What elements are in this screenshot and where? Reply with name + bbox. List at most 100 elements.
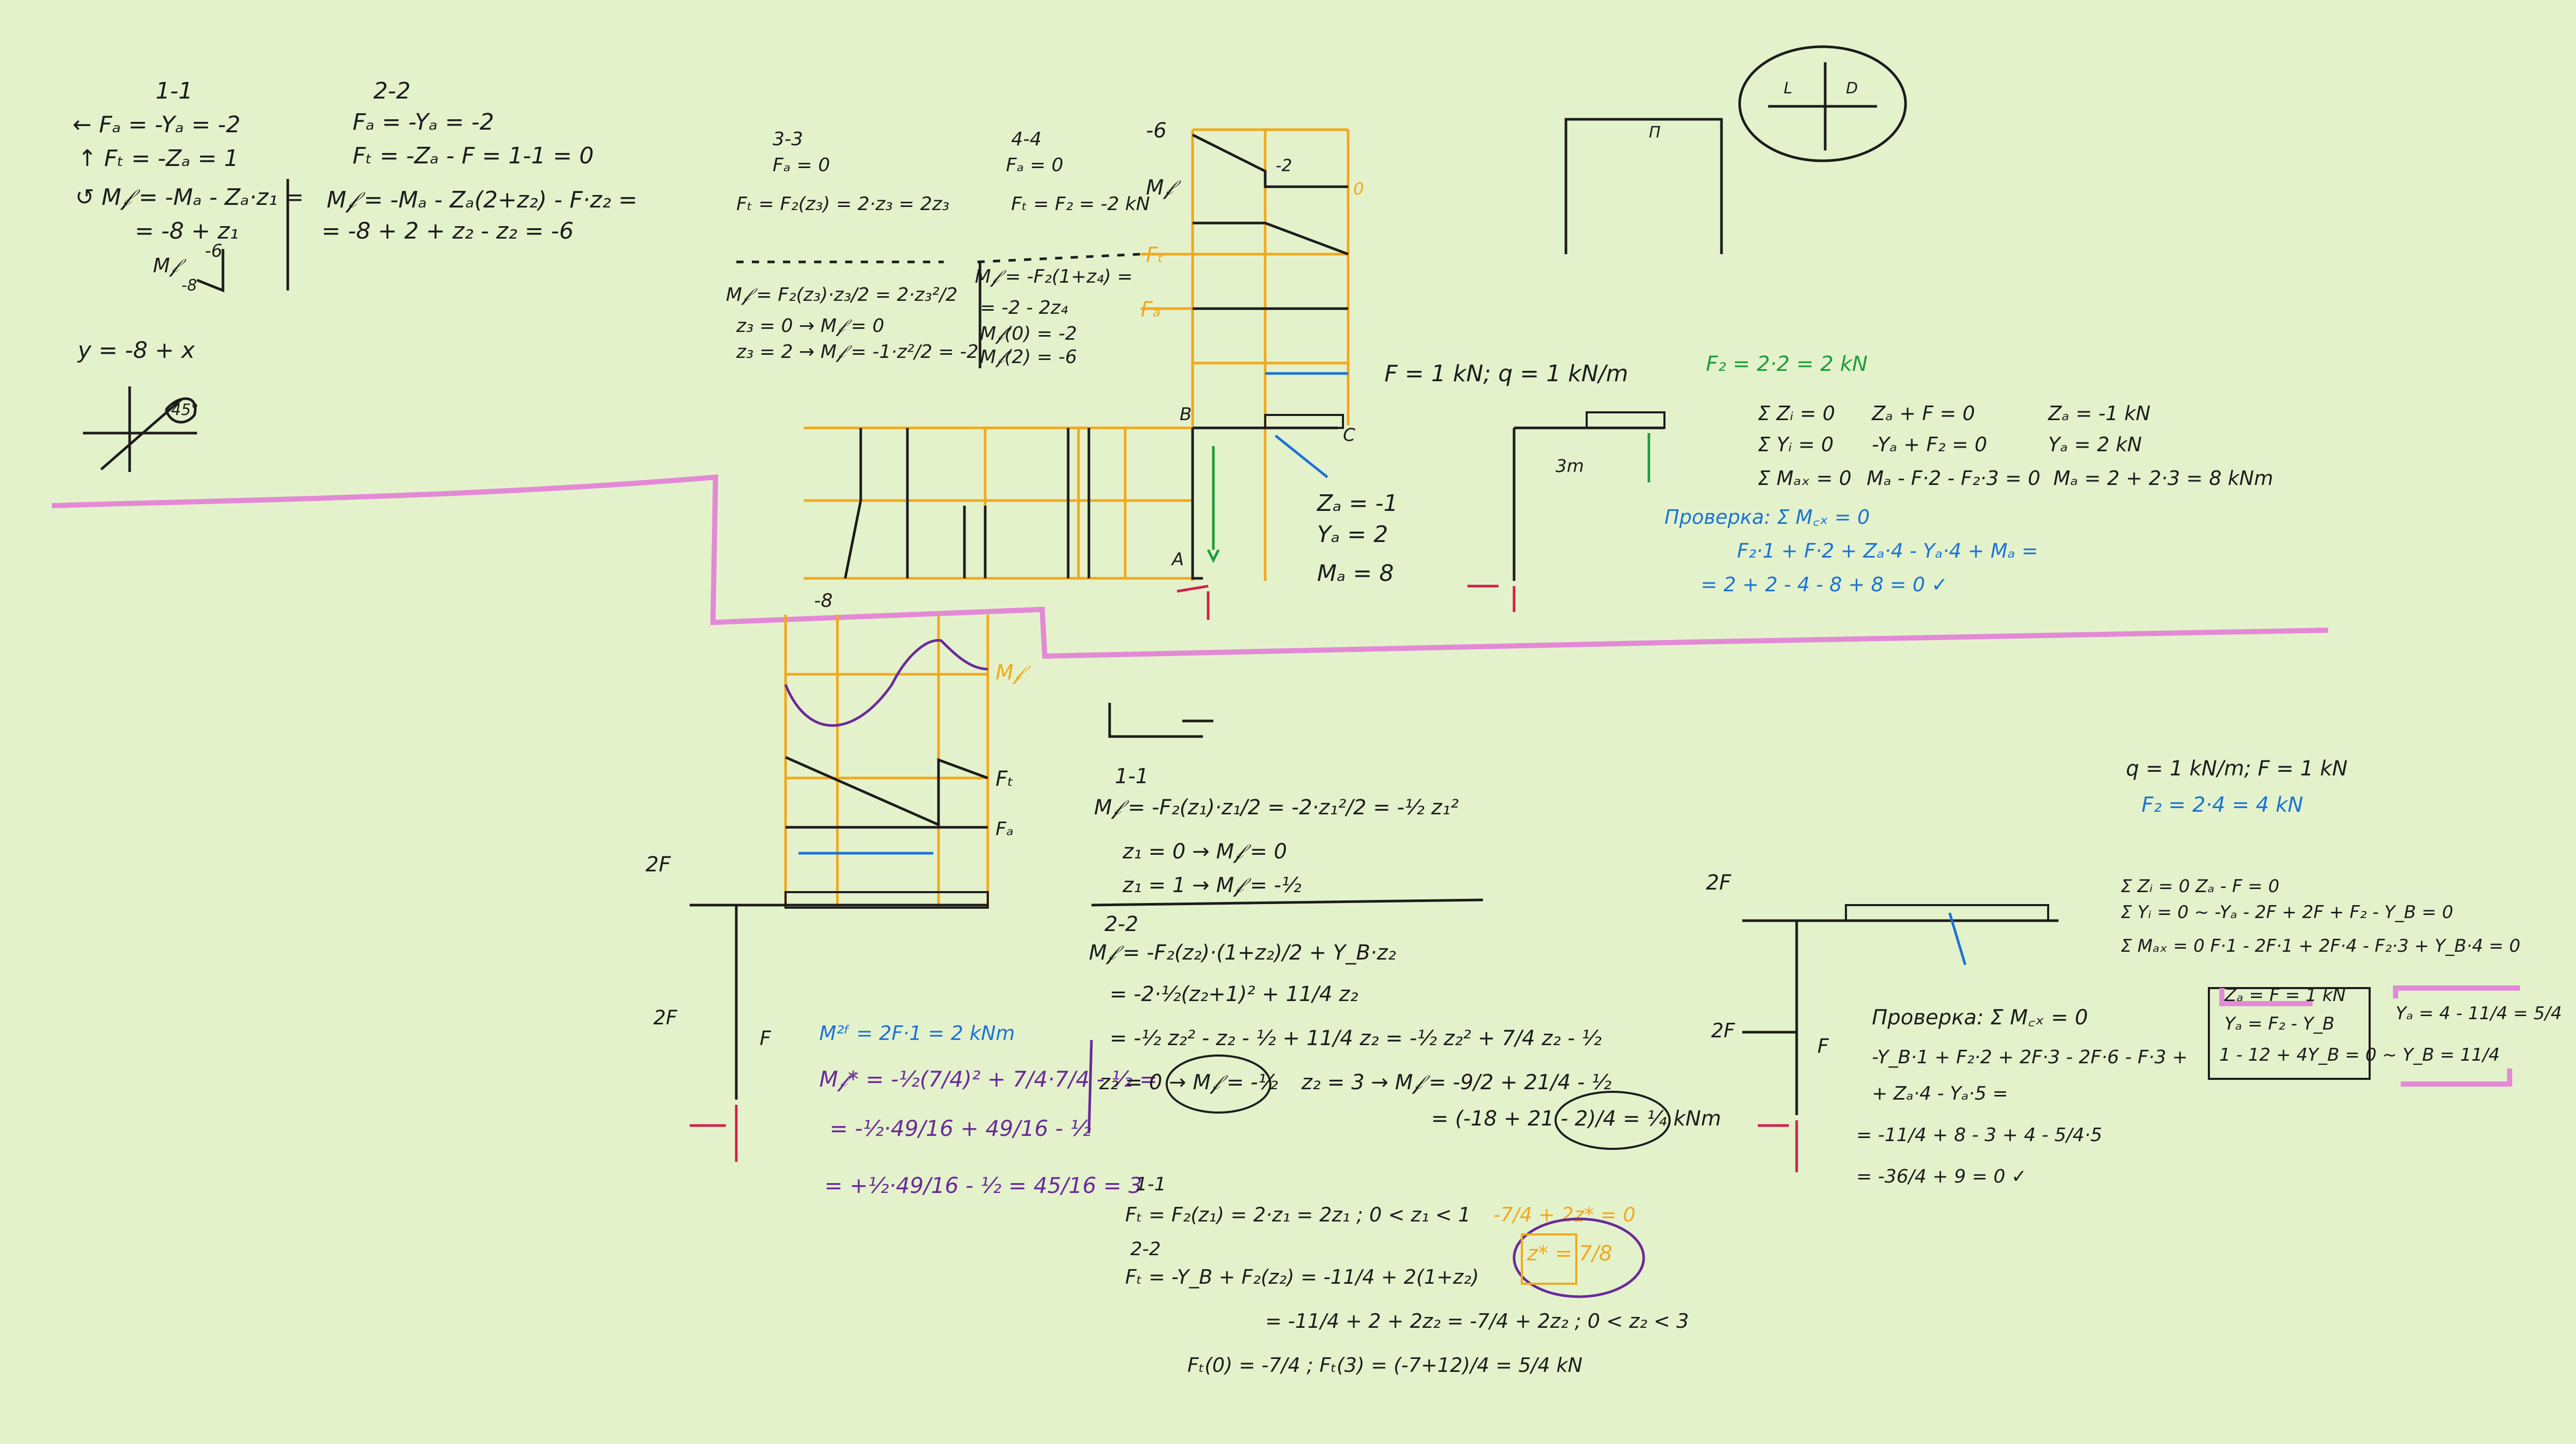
sign-sketch-small bbox=[1108, 703, 1213, 738]
separator-top bbox=[51, 474, 2329, 659]
eq-fa-1: ← Fₐ = -Yₐ = -2 bbox=[73, 112, 241, 138]
eq33-fa: Fₐ = 0 bbox=[773, 155, 830, 176]
br-sum-z: Σ Zᵢ = 0 Zₐ - F = 0 bbox=[2121, 876, 2279, 897]
br-check-2: + Zₐ·4 - Yₐ·5 = bbox=[1872, 1083, 2008, 1104]
bm-circle-1 bbox=[1166, 1054, 1271, 1114]
bm-mf-2c: = -½ z₂² - z₂ - ½ + 11/4 z₂ = -½ z₂² + 7… bbox=[1110, 1026, 1602, 1050]
d-top-n2: -2 bbox=[1276, 156, 1292, 175]
eq-mf-1: ↺ M𝒻 = -Mₐ - Zₐ·z₁ = bbox=[75, 184, 304, 211]
sketch-d: D bbox=[1846, 79, 1858, 98]
bl-ft-label: Fₜ bbox=[996, 767, 1014, 791]
br-solution-box bbox=[2208, 987, 2371, 1080]
section-1-1: 1-1 bbox=[156, 78, 193, 104]
bm-z1: z₁ = 1 → M𝒻 = -½ bbox=[1122, 873, 1301, 897]
bar-plots bbox=[844, 428, 1090, 579]
sketch-l: L bbox=[1784, 79, 1793, 98]
given-top: F = 1 kN; q = 1 kN/m bbox=[1384, 360, 1628, 387]
ft-plot-bottom bbox=[785, 756, 988, 827]
bm-2-2b: 2-2 bbox=[1130, 1239, 1161, 1260]
d-label-c: C bbox=[1343, 425, 1355, 446]
br-2f-top: 2F bbox=[1706, 871, 1731, 895]
eq44-mf0: M𝒻(0) = -2 bbox=[980, 323, 1077, 344]
eq33-ft: Fₜ = F₂(z₃) = 2·z₃ = 2z₃ bbox=[736, 193, 949, 215]
d-label-a: A bbox=[1171, 549, 1184, 570]
eq-sum-m: Σ Mₐₓ = 0 bbox=[1758, 467, 1852, 490]
bm-mf-2b: = -2·½(z₂+1)² + 11/4 z₂ bbox=[1110, 982, 1358, 1006]
bm-circle-2 bbox=[1555, 1091, 1671, 1150]
br-reactions bbox=[1758, 1120, 1798, 1172]
br-2f-side: 2F bbox=[1711, 1019, 1735, 1042]
bm-2-2: 2-2 bbox=[1104, 912, 1138, 936]
distributed-load-top bbox=[1264, 414, 1344, 429]
br-f-side: F bbox=[1817, 1035, 1829, 1058]
bl-vertical-bar bbox=[1087, 1039, 1093, 1134]
bm-zstar-eq: -7/4 + 2z* = 0 bbox=[1493, 1203, 1635, 1226]
mini-mf-sketch bbox=[197, 249, 225, 293]
bl-mf-star-3: = +½·49/16 - ½ = 45/16 = 3 bbox=[824, 1173, 1142, 1198]
eq-ft-1: ↑ Fₜ = -Zₐ = 1 bbox=[78, 145, 239, 172]
eq33-z2: z₃ = 2 → M𝒻 = -1·z²/2 = -2 bbox=[736, 341, 978, 363]
br-ya-result: Yₐ = 4 - 11/4 = 5/4 bbox=[2396, 1003, 2562, 1024]
bm-z2-0: z₂ = 0 → M𝒻 = -½ bbox=[1099, 1071, 1278, 1094]
load-top-right bbox=[1586, 411, 1665, 429]
d-bottom-n8: -8 bbox=[814, 590, 833, 612]
eq44-mf2: = -2 - 2z₄ bbox=[980, 297, 1068, 318]
bottom-right-statics: q = 1 kN/m; F = 1 kN F₂ = 2·4 = 4 kN Σ Z… bbox=[1706, 757, 2562, 1187]
br-check-1: -Y_B·1 + F₂·2 + 2F·3 - 2F·6 - F·3 + bbox=[1872, 1047, 2188, 1068]
eq-fa-2: Fₐ = -Yₐ = -2 bbox=[353, 109, 494, 135]
result-ya: Yₐ = 2 bbox=[1317, 521, 1388, 548]
graph-sketch-y bbox=[83, 386, 197, 472]
reaction-za-arrow bbox=[1177, 585, 1210, 620]
d-top-n6: -6 bbox=[1146, 119, 1167, 143]
bl-fa-label: Fₐ bbox=[996, 818, 1014, 840]
result-ma: Mₐ = 8 bbox=[1317, 560, 1394, 587]
sign-convention-axes bbox=[1768, 62, 1877, 150]
bl-2f-top: 2F bbox=[646, 853, 671, 877]
eq44-fa: Fₐ = 0 bbox=[1006, 155, 1063, 176]
top-right-statics: F = 1 kN; q = 1 kN/m F₂ = 2·2 = 2 kN Σ Z… bbox=[1384, 352, 2273, 612]
br-f2-arrow bbox=[1948, 912, 1967, 965]
bm-ft-1: Fₜ = F₂(z₁) = 2·z₁ = 2z₁ ; 0 < z₁ < 1 bbox=[1125, 1203, 1471, 1226]
eq44-ft: Fₜ = F₂ = -2 kN bbox=[1011, 193, 1150, 215]
reactions-top-right bbox=[1467, 585, 1516, 612]
br-check: Проверка: Σ M꜀ₓ = 0 bbox=[1872, 1006, 2088, 1030]
sections-3-4: 3-3 4-4 Fₐ = 0 Fₜ = F₂(z₃) = 2·z₃ = 2z₃ … bbox=[726, 129, 1150, 368]
dashed-divider bbox=[736, 253, 1141, 263]
label-4-4: 4-4 bbox=[1011, 129, 1042, 150]
sketch-p: Π bbox=[1649, 123, 1661, 142]
res-ma: Mₐ = 2 + 2·3 = 8 kNm bbox=[2053, 467, 2273, 490]
br-box-2: Yₐ = F₂ - Y_B bbox=[2224, 1013, 2334, 1034]
res-za: Zₐ = -1 kN bbox=[2048, 402, 2150, 425]
bm-1-1b: 1-1 bbox=[1136, 1174, 1166, 1195]
mf-plot-top bbox=[1192, 133, 1348, 188]
eq33-z0: z₃ = 0 → M𝒻 = 0 bbox=[736, 315, 884, 337]
f2-top: F₂ = 2·2 = 2 kN bbox=[1706, 352, 1868, 376]
bottom-middle-equations: 1-1 M𝒻 = -F₂(z₁)·z₁/2 = -2·z₁²/2 = -½ z₁… bbox=[1089, 703, 1721, 1377]
bm-divider bbox=[1091, 898, 1483, 907]
br-check-4: = -36/4 + 9 = 0 ✓ bbox=[1856, 1166, 2027, 1187]
label-3-3: 3-3 bbox=[773, 129, 803, 150]
eq-mf-2: M𝒻 = -Mₐ - Zₐ(2+z₂) - F·z₂ = bbox=[327, 187, 637, 213]
bl-f-side: F bbox=[760, 1027, 772, 1050]
check-label-top: Проверка: Σ M꜀ₓ = 0 bbox=[1664, 506, 1870, 529]
bl-mf-star-1: M𝒻* = -½(7/4)² + 7/4·7/4 - ½ = bbox=[819, 1066, 1157, 1092]
bm-ft-2b: = -11/4 + 2 + 2z₂ = -7/4 + 2z₂ ; 0 < z₂ … bbox=[1265, 1310, 1689, 1332]
dimension-blue-top bbox=[1265, 372, 1348, 478]
br-distributed-load bbox=[1845, 904, 2049, 922]
ft-plot-top bbox=[1193, 221, 1349, 256]
bm-ft-2: Fₜ = -Y_B + F₂(z₂) = -11/4 + 2(1+z₂) bbox=[1125, 1266, 1479, 1288]
eq33-mf: M𝒻 = F₂(z₃)·z₃/2 = 2·z₃²/2 bbox=[726, 284, 958, 306]
eq-mf-2b: = -8 + 2 + z₂ - z₂ = -6 bbox=[321, 218, 573, 244]
check-line-1: F₂·1 + F·2 + Zₐ·4 - Yₐ·4 + Mₐ = bbox=[1737, 539, 2038, 562]
mini-mf-n6: -6 bbox=[205, 241, 222, 261]
bm-zstar-circle bbox=[1513, 1217, 1645, 1298]
eq-sum-y: Σ Yᵢ = 0 bbox=[1758, 433, 1833, 456]
bm-ft-values: Fₜ(0) = -7/4 ; Fₜ(3) = (-7+12)/4 = 5/4 k… bbox=[1187, 1354, 1583, 1377]
res-ya: Yₐ = 2 kN bbox=[2048, 433, 2142, 456]
bm-mf-2: M𝒻 = -F₂(z₂)·(1+z₂)/2 + Y_B·z₂ bbox=[1089, 941, 1396, 965]
br-given: q = 1 kN/m; F = 1 kN bbox=[2126, 757, 2347, 781]
d-label-b: B bbox=[1180, 404, 1192, 425]
top-internal-force-diagram: -6 M𝒻 Fₜ Fₐ -2 0 -8 B C A Zₐ = -1 Yₐ = 2… bbox=[804, 119, 1398, 620]
reaction-ya-arrow bbox=[1207, 446, 1220, 563]
